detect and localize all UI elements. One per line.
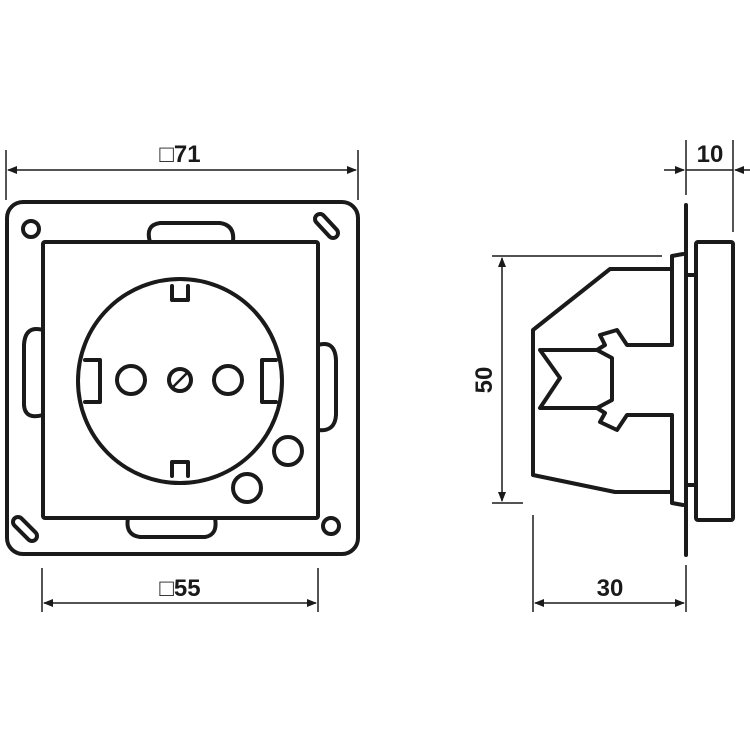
clip-right bbox=[316, 342, 338, 433]
dimension-height: 50 bbox=[471, 255, 662, 504]
cover-plate bbox=[41, 240, 320, 520]
insert-body bbox=[531, 252, 685, 507]
depth-label: 30 bbox=[597, 575, 624, 602]
dimension-plate: □55 bbox=[41, 568, 319, 612]
screw-hole-icon bbox=[321, 516, 341, 536]
indicator-led-icon bbox=[231, 472, 263, 504]
dimension-cover-depth: 10 bbox=[664, 140, 750, 232]
clip-top bbox=[146, 221, 236, 244]
dimension-frame: □71 bbox=[5, 141, 359, 200]
mounting-frame bbox=[5, 200, 360, 556]
clip-bottom bbox=[125, 516, 218, 539]
socket-outlet bbox=[76, 277, 284, 485]
center-screw-icon bbox=[167, 367, 193, 393]
height-label: 50 bbox=[471, 367, 498, 394]
screw-hole-icon bbox=[21, 219, 41, 239]
pin-hole-left-icon bbox=[115, 364, 147, 396]
terminal-slot bbox=[538, 267, 674, 494]
indicator-led-icon bbox=[272, 435, 304, 467]
front-view bbox=[5, 200, 360, 556]
frame-size-label: □71 bbox=[159, 141, 200, 168]
plate-size-label: □55 bbox=[159, 575, 200, 602]
dimension-depth: 30 bbox=[532, 515, 687, 612]
cover-depth-label: 10 bbox=[697, 141, 724, 168]
cover-side bbox=[694, 240, 735, 522]
clip-left bbox=[22, 327, 45, 419]
earthing-contacts bbox=[83, 284, 278, 478]
pin-hole-right-icon bbox=[212, 364, 244, 396]
side-view bbox=[531, 203, 735, 557]
